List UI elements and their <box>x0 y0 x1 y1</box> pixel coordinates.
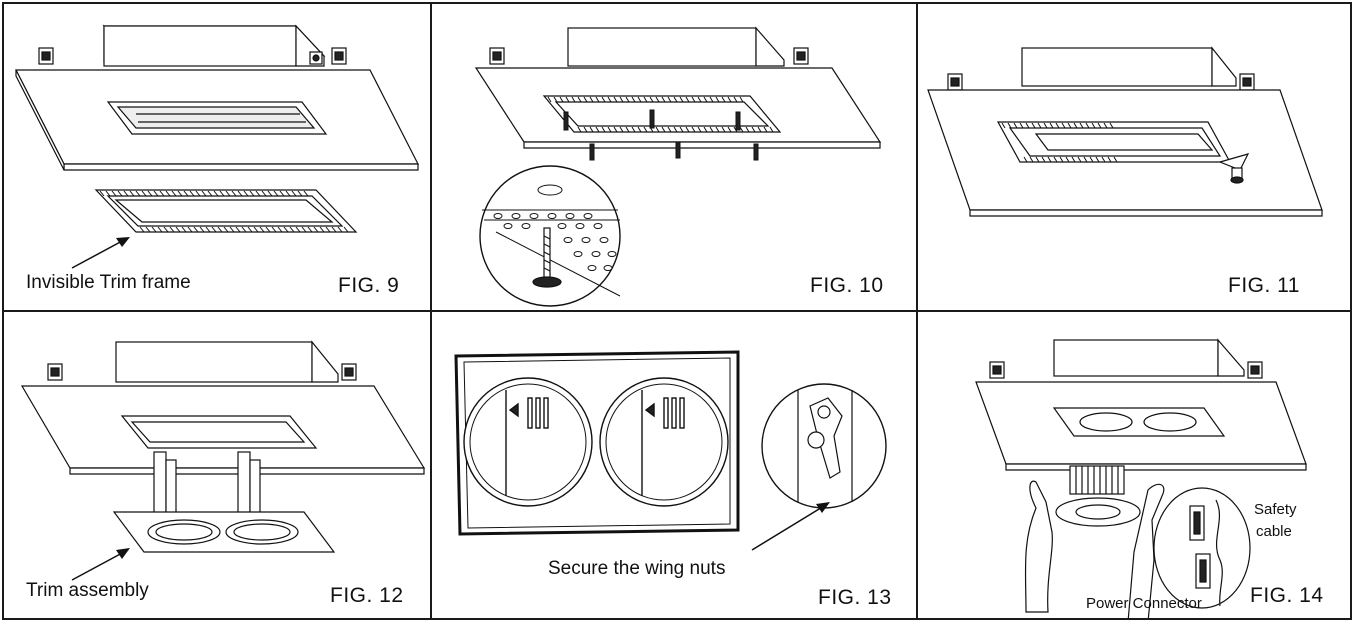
wing-nut <box>1218 153 1250 171</box>
panel-fig-10: FIG. 10 <box>430 2 918 312</box>
fig-13-illustration <box>454 350 887 551</box>
arrow-head <box>116 548 130 559</box>
panel-fig-13: Secure the wing nuts FIG. 13 <box>430 310 918 620</box>
fig-12-label: FIG. 12 <box>330 584 404 607</box>
screw <box>563 111 569 131</box>
arrow-line <box>751 505 825 551</box>
screw <box>589 143 595 161</box>
screw <box>675 141 681 159</box>
fig-13-label: FIG. 13 <box>818 586 892 609</box>
hand-left <box>1024 480 1053 613</box>
panel-fig-14: Safety cable Power Connector FIG. 14 <box>916 310 1352 620</box>
screw <box>735 111 741 131</box>
connector-detail-circle <box>1153 487 1251 609</box>
housing-box <box>567 27 757 67</box>
housing-box <box>1053 339 1219 377</box>
caption-power-connector: Power Connector <box>1086 595 1202 612</box>
panel-fig-9: Invisible Trim frame FIG. 9 <box>2 2 432 312</box>
fig-9-illustration <box>15 24 419 269</box>
arrow-head <box>816 502 830 513</box>
fig-10-label: FIG. 10 <box>810 274 884 297</box>
caption-trim-assembly: Trim assembly <box>26 580 149 601</box>
caption-secure-wing-nuts: Secure the wing nuts <box>548 558 726 579</box>
panel-fig-12: Trim assembly FIG. 12 <box>2 310 432 620</box>
screw <box>753 143 759 161</box>
fig-12-illustration <box>20 340 426 581</box>
arrow-line <box>71 239 125 269</box>
fig-11-illustration <box>927 46 1323 217</box>
arrow-head <box>116 237 130 247</box>
screw <box>649 109 655 129</box>
fig-14-label: FIG. 14 <box>1250 584 1324 607</box>
housing-box <box>1021 47 1213 87</box>
housing-box <box>115 341 313 383</box>
caption-invisible-trim-frame: Invisible Trim frame <box>26 272 191 293</box>
arrow-line <box>71 551 125 581</box>
label-cable: cable <box>1256 523 1292 540</box>
label-safety: Safety <box>1254 501 1297 518</box>
fig-14-illustration <box>975 338 1307 618</box>
hand-right <box>1127 483 1165 618</box>
fig-10-illustration <box>474 26 882 307</box>
fig-9-label: FIG. 9 <box>338 274 400 297</box>
fig-11-label: FIG. 11 <box>1228 274 1300 297</box>
downlight-heatsink <box>1069 465 1125 495</box>
safety-cable <box>1215 499 1223 607</box>
panel-fig-11: FIG. 11 <box>916 2 1352 312</box>
trim-plate <box>112 511 336 553</box>
